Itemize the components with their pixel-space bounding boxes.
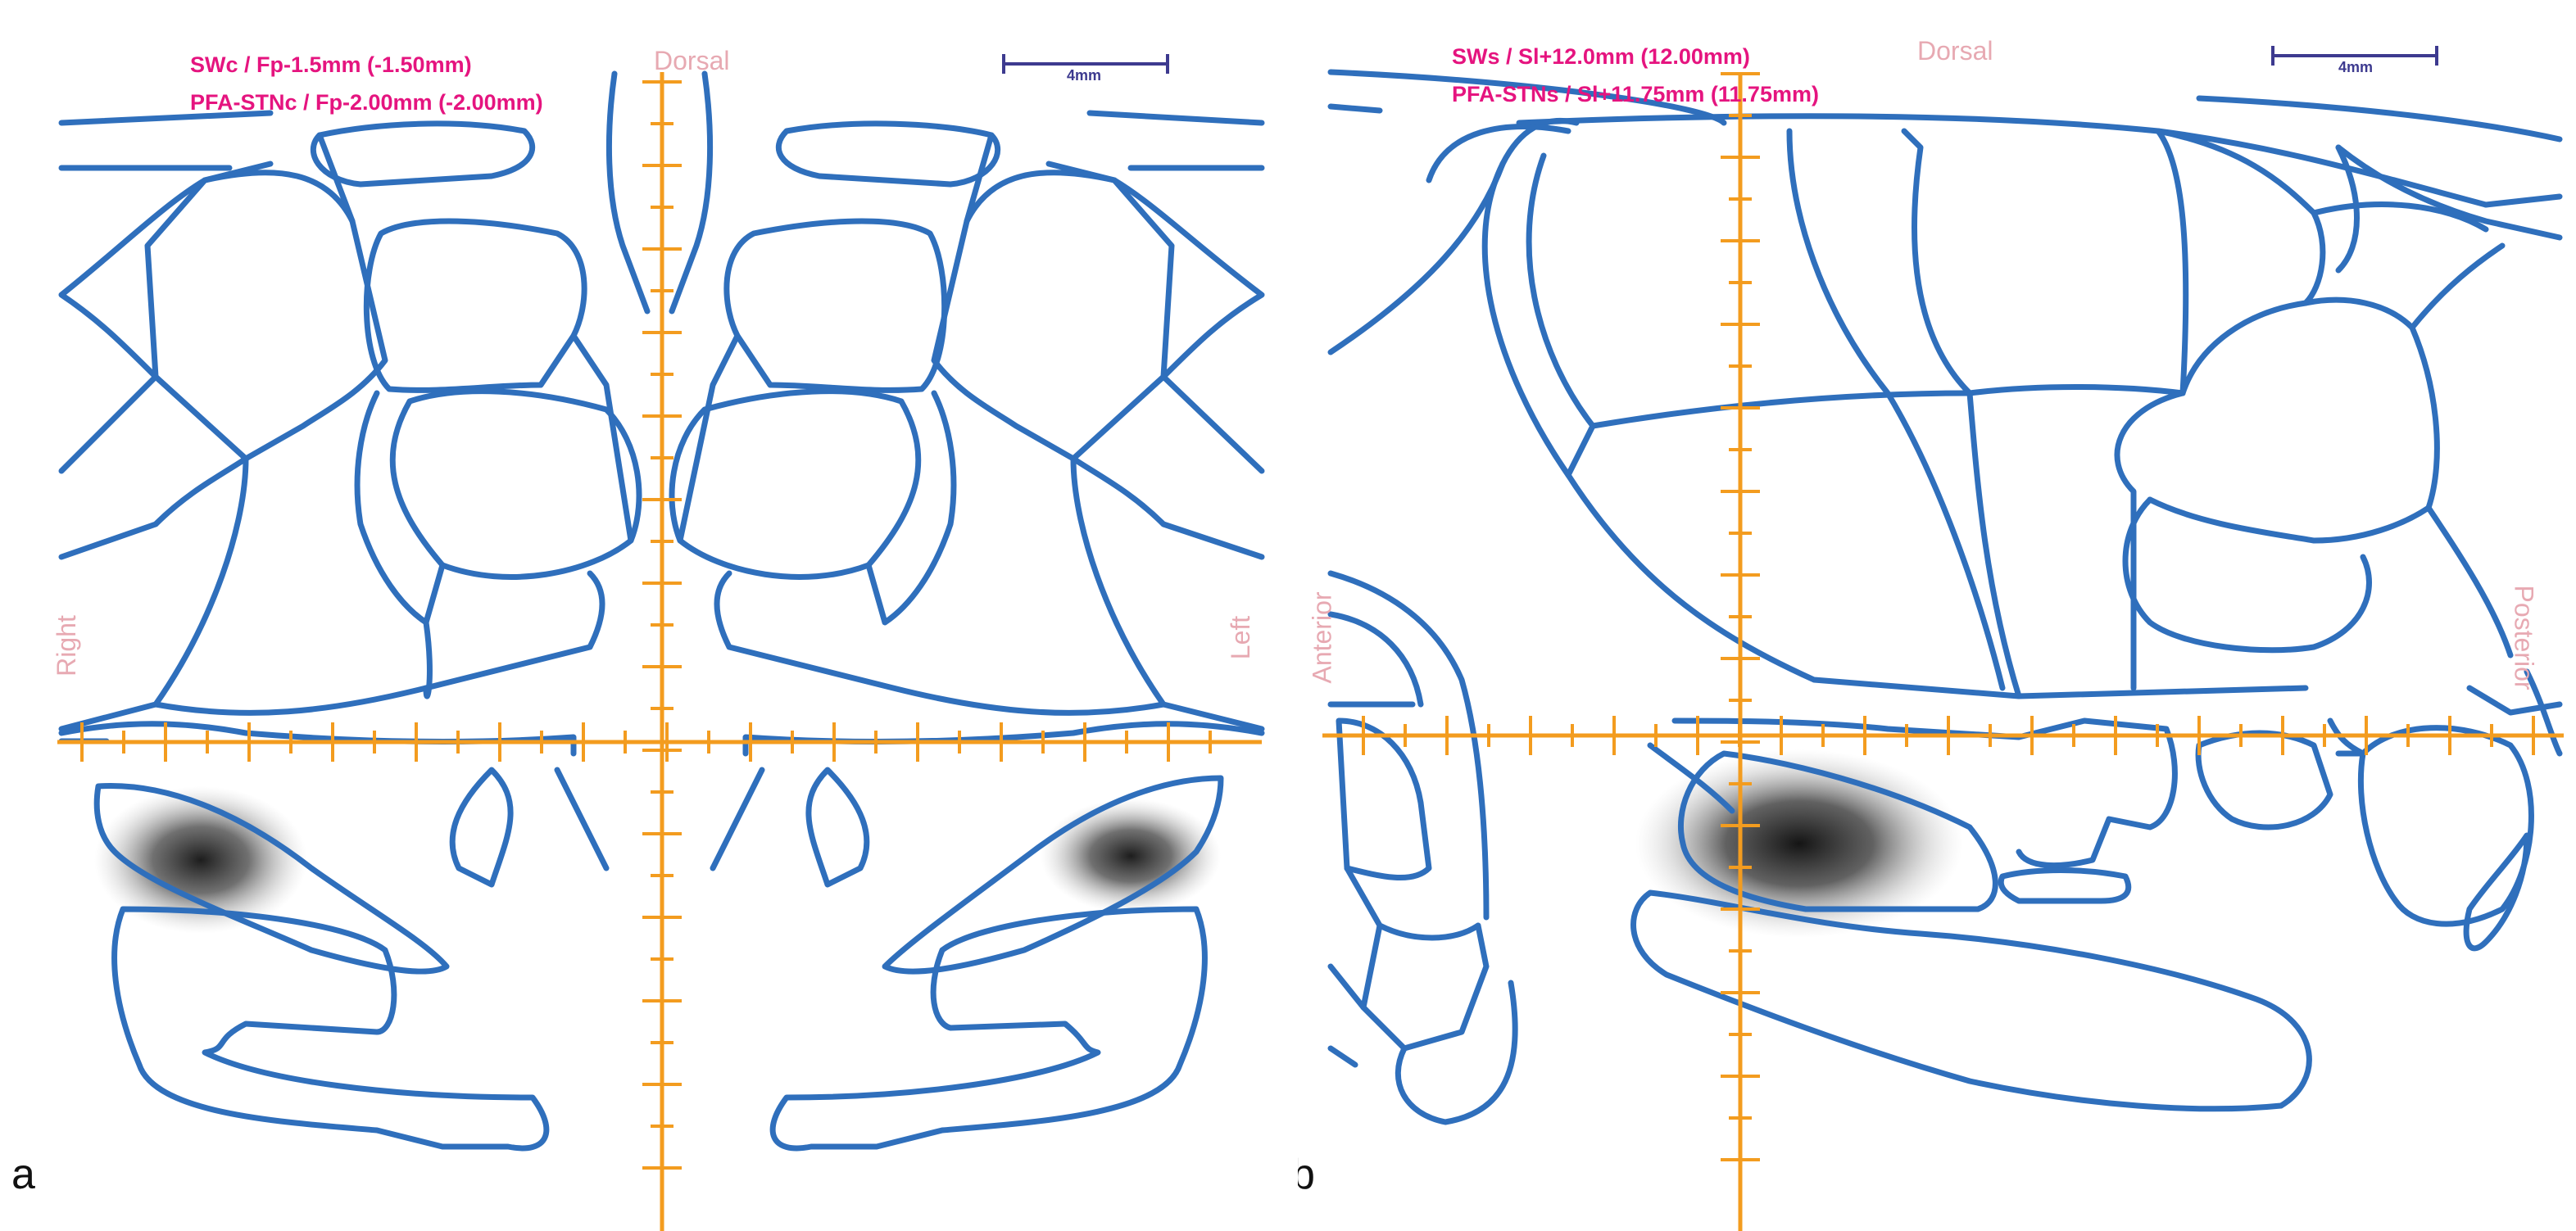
panel-a-left-label: Left	[1226, 615, 1256, 660]
density-blob-left	[1041, 799, 1221, 913]
panel-a-letter: a	[11, 1151, 35, 1198]
panel-b-axes	[1322, 72, 2564, 1231]
panel-b-posterior-label: Posterior	[2509, 585, 2539, 690]
panel-b-dorsal-label: Dorsal	[1917, 36, 1993, 66]
panel-a-coord-line-2: PFA-STNc / Fp-2.00mm (-2.00mm)	[190, 90, 543, 115]
panel-b-letter: b	[1298, 1151, 1315, 1198]
panel-a-scale-bar	[1002, 54, 1169, 74]
panel-b-anterior-label: Anterior	[1307, 591, 1337, 684]
panel-b-coord-line-2: PFA-STNs / Sl+11.75mm (11.75mm)	[1452, 82, 1819, 106]
panel-a-dorsal-label: Dorsal	[654, 46, 730, 75]
panel-a-right-label: Right	[51, 615, 81, 677]
sagittal-structure-outlines	[1327, 69, 2563, 1125]
panel-b-scale-label: 4mm	[2338, 59, 2374, 75]
density-blob-right	[94, 786, 307, 934]
panel-a-coronal: SWc / Fp-1.5mm (-1.50mm) PFA-STNc / Fp-2…	[0, 0, 1278, 1231]
panel-a-atlas-drawing	[57, 54, 1265, 1231]
panel-a-coord-line-1: SWc / Fp-1.5mm (-1.50mm)	[190, 52, 472, 77]
left-structure-outlines	[58, 70, 651, 1152]
panel-b-scale-bar	[2271, 46, 2438, 66]
panel-b-sagittal: SWs / Sl+12.0mm (12.00mm) PFA-STNs / Sl+…	[1298, 0, 2576, 1231]
panel-a-scale-label: 4mm	[1067, 67, 1102, 84]
panel-b-atlas-drawing	[1322, 46, 2564, 1231]
panel-a-axes	[57, 72, 1262, 1231]
panel-b-coord-line-1: SWs / Sl+12.0mm (12.00mm)	[1452, 44, 1750, 69]
right-structure-outlines	[669, 70, 1265, 1152]
